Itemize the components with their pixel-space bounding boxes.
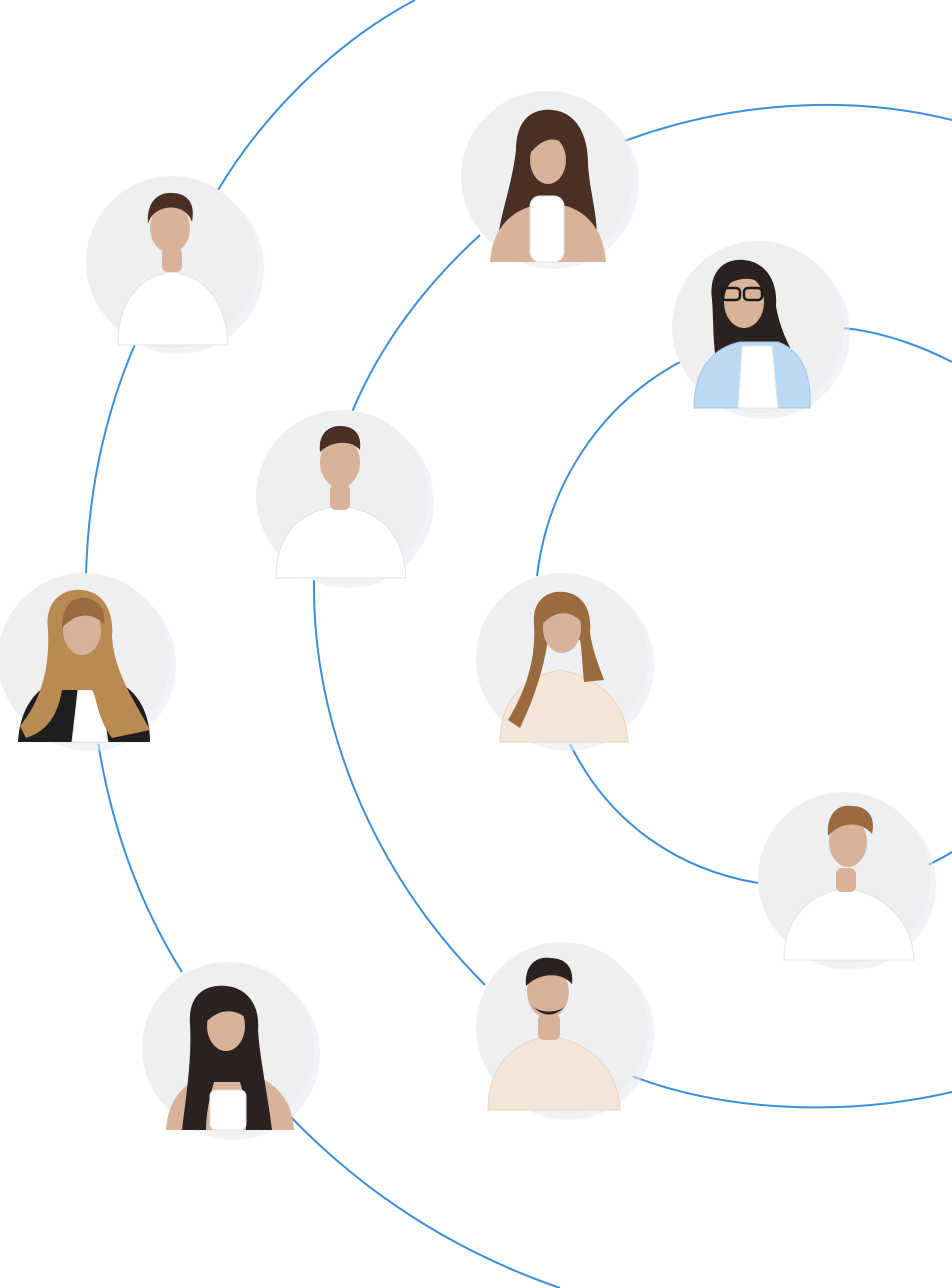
avatar-woman-long-hair-bottom	[142, 962, 320, 1140]
person-woman-black-blazer-icon	[18, 589, 150, 743]
person-man-white-shirt-icon	[487, 957, 621, 1111]
avatar-man-white-tshirt-center	[256, 410, 434, 588]
avatar-man-white-shirt-top-left	[86, 176, 264, 354]
avatar-woman-glasses-blue-blazer	[672, 241, 850, 419]
person-woman-long-hair-icon	[166, 985, 294, 1131]
connector-arc-middle-left	[351, 234, 481, 413]
connector-arc-inner-left	[536, 361, 681, 577]
avatar-man-white-shirt-bottom	[476, 942, 654, 1120]
person-woman-glasses-icon	[693, 259, 811, 409]
avatar-woman-cream-top	[476, 573, 654, 751]
connector-arc-outer-left	[85, 341, 137, 576]
connector-arc-middle-lower	[312, 579, 486, 986]
avatar-man-white-polo-right	[758, 792, 936, 970]
person-woman-long-hair-icon	[490, 109, 606, 263]
person-woman-cream-top-icon	[499, 591, 629, 743]
connector-arc-inner-top	[842, 327, 952, 363]
person-man-white-tshirt-icon	[275, 426, 407, 579]
connector-arc-outer-lower	[97, 741, 183, 973]
avatar-woman-long-hair-top	[461, 91, 639, 269]
connector-arc-middle-bottom	[631, 1075, 952, 1109]
avatar-woman-wavy-hair-black-blazer	[0, 573, 176, 751]
connector-arc-middle-top	[621, 103, 952, 143]
connector-arc-inner-lower	[569, 743, 759, 884]
connector-arc-outer-bottom	[285, 1111, 561, 1288]
person-man-white-polo-icon	[783, 805, 915, 961]
connector-arc-outer	[217, 0, 416, 191]
person-man-white-shirt-icon	[117, 192, 229, 346]
